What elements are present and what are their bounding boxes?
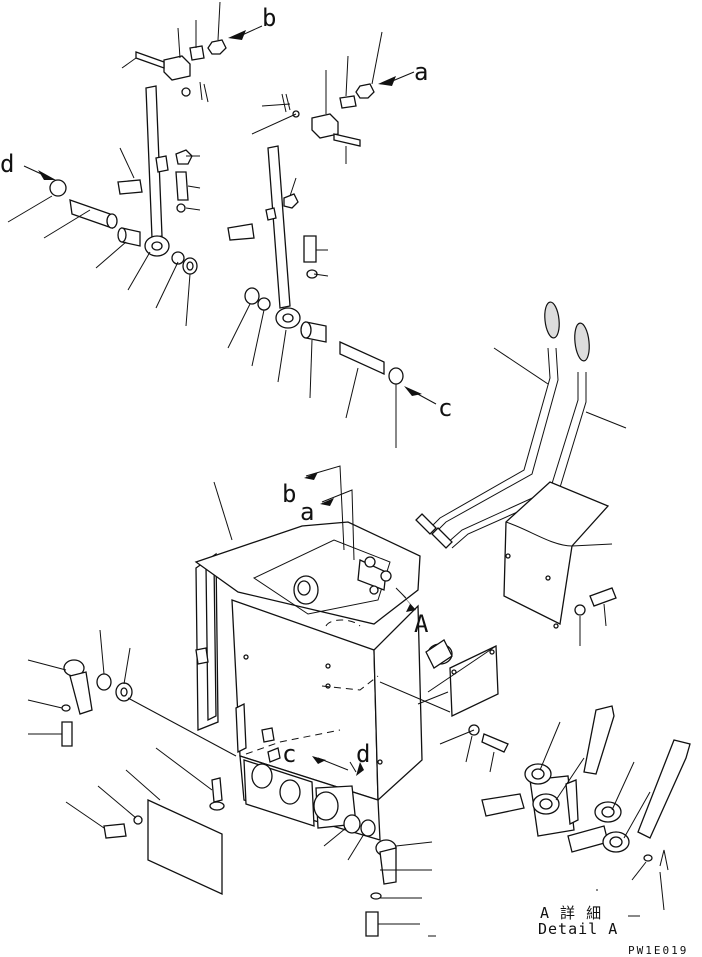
left-side-parts	[27, 629, 237, 896]
callout-a-top: a	[414, 58, 428, 86]
left-lever-assembly	[7, 1, 227, 327]
control-lever-rods	[415, 301, 627, 549]
detail-caption-en: Detail A	[538, 920, 618, 938]
detail-a-view	[481, 705, 691, 917]
callout-b-top: b	[262, 4, 276, 32]
small-plate	[379, 644, 509, 773]
callout-c-base: c	[282, 740, 296, 768]
cover-panel	[503, 481, 617, 646]
drawing-code: PW1E019	[628, 944, 688, 957]
callout-arrows	[23, 25, 437, 776]
detail-caption-jp: A 詳 細	[540, 904, 602, 922]
callout-b-box: b	[282, 480, 296, 508]
callout-a-box: a	[300, 498, 314, 526]
callout-c-right: c	[438, 394, 452, 422]
labels: b a d c b a c d A A 詳 細 Detail A PW1E019	[0, 4, 688, 957]
right-lever-assembly	[227, 31, 404, 448]
detail-view-marker: A	[414, 610, 429, 638]
bottom-center-parts	[323, 814, 436, 937]
callout-d-base: d	[356, 740, 370, 768]
callout-d-left: d	[0, 150, 14, 178]
main-box-frame	[194, 481, 453, 841]
